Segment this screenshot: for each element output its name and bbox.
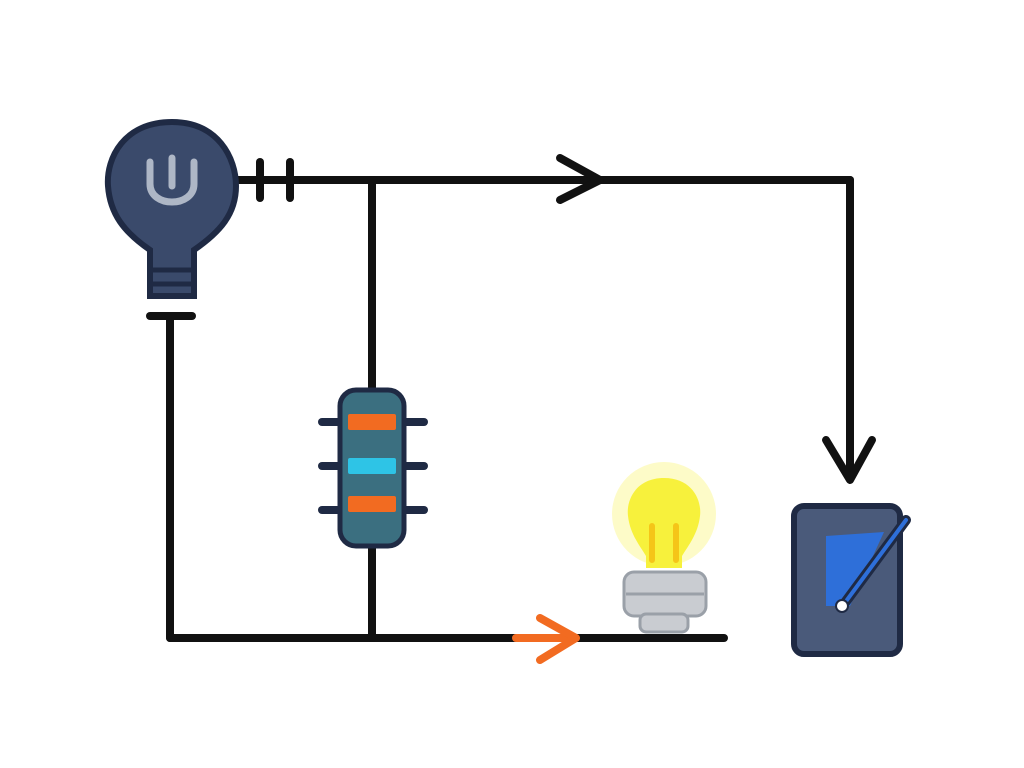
arrow-down-icon [822,436,876,484]
resistor-band-3 [348,496,396,512]
resistor-icon [318,387,428,549]
current-arrow-head [536,614,580,664]
toggle-switch-icon [791,503,911,657]
source-symbol [146,158,198,206]
switch-lever-highlight [842,518,908,606]
switch-pivot [835,599,849,613]
switch-blade [826,532,884,606]
power-source-icon [104,118,240,320]
light-bulb-icon [612,462,716,634]
resistor-band-2 [348,458,396,474]
current-arrow-icon [512,614,580,664]
capacitor-icon [256,158,294,202]
source-body [104,118,240,299]
bulb-glass [627,478,701,568]
current-arrows [512,154,876,664]
wires [166,176,854,642]
arrow-right-icon [556,154,604,204]
bulb-filament [649,523,679,563]
bulb-contact [638,612,690,634]
resistor-band-1 [348,414,396,430]
